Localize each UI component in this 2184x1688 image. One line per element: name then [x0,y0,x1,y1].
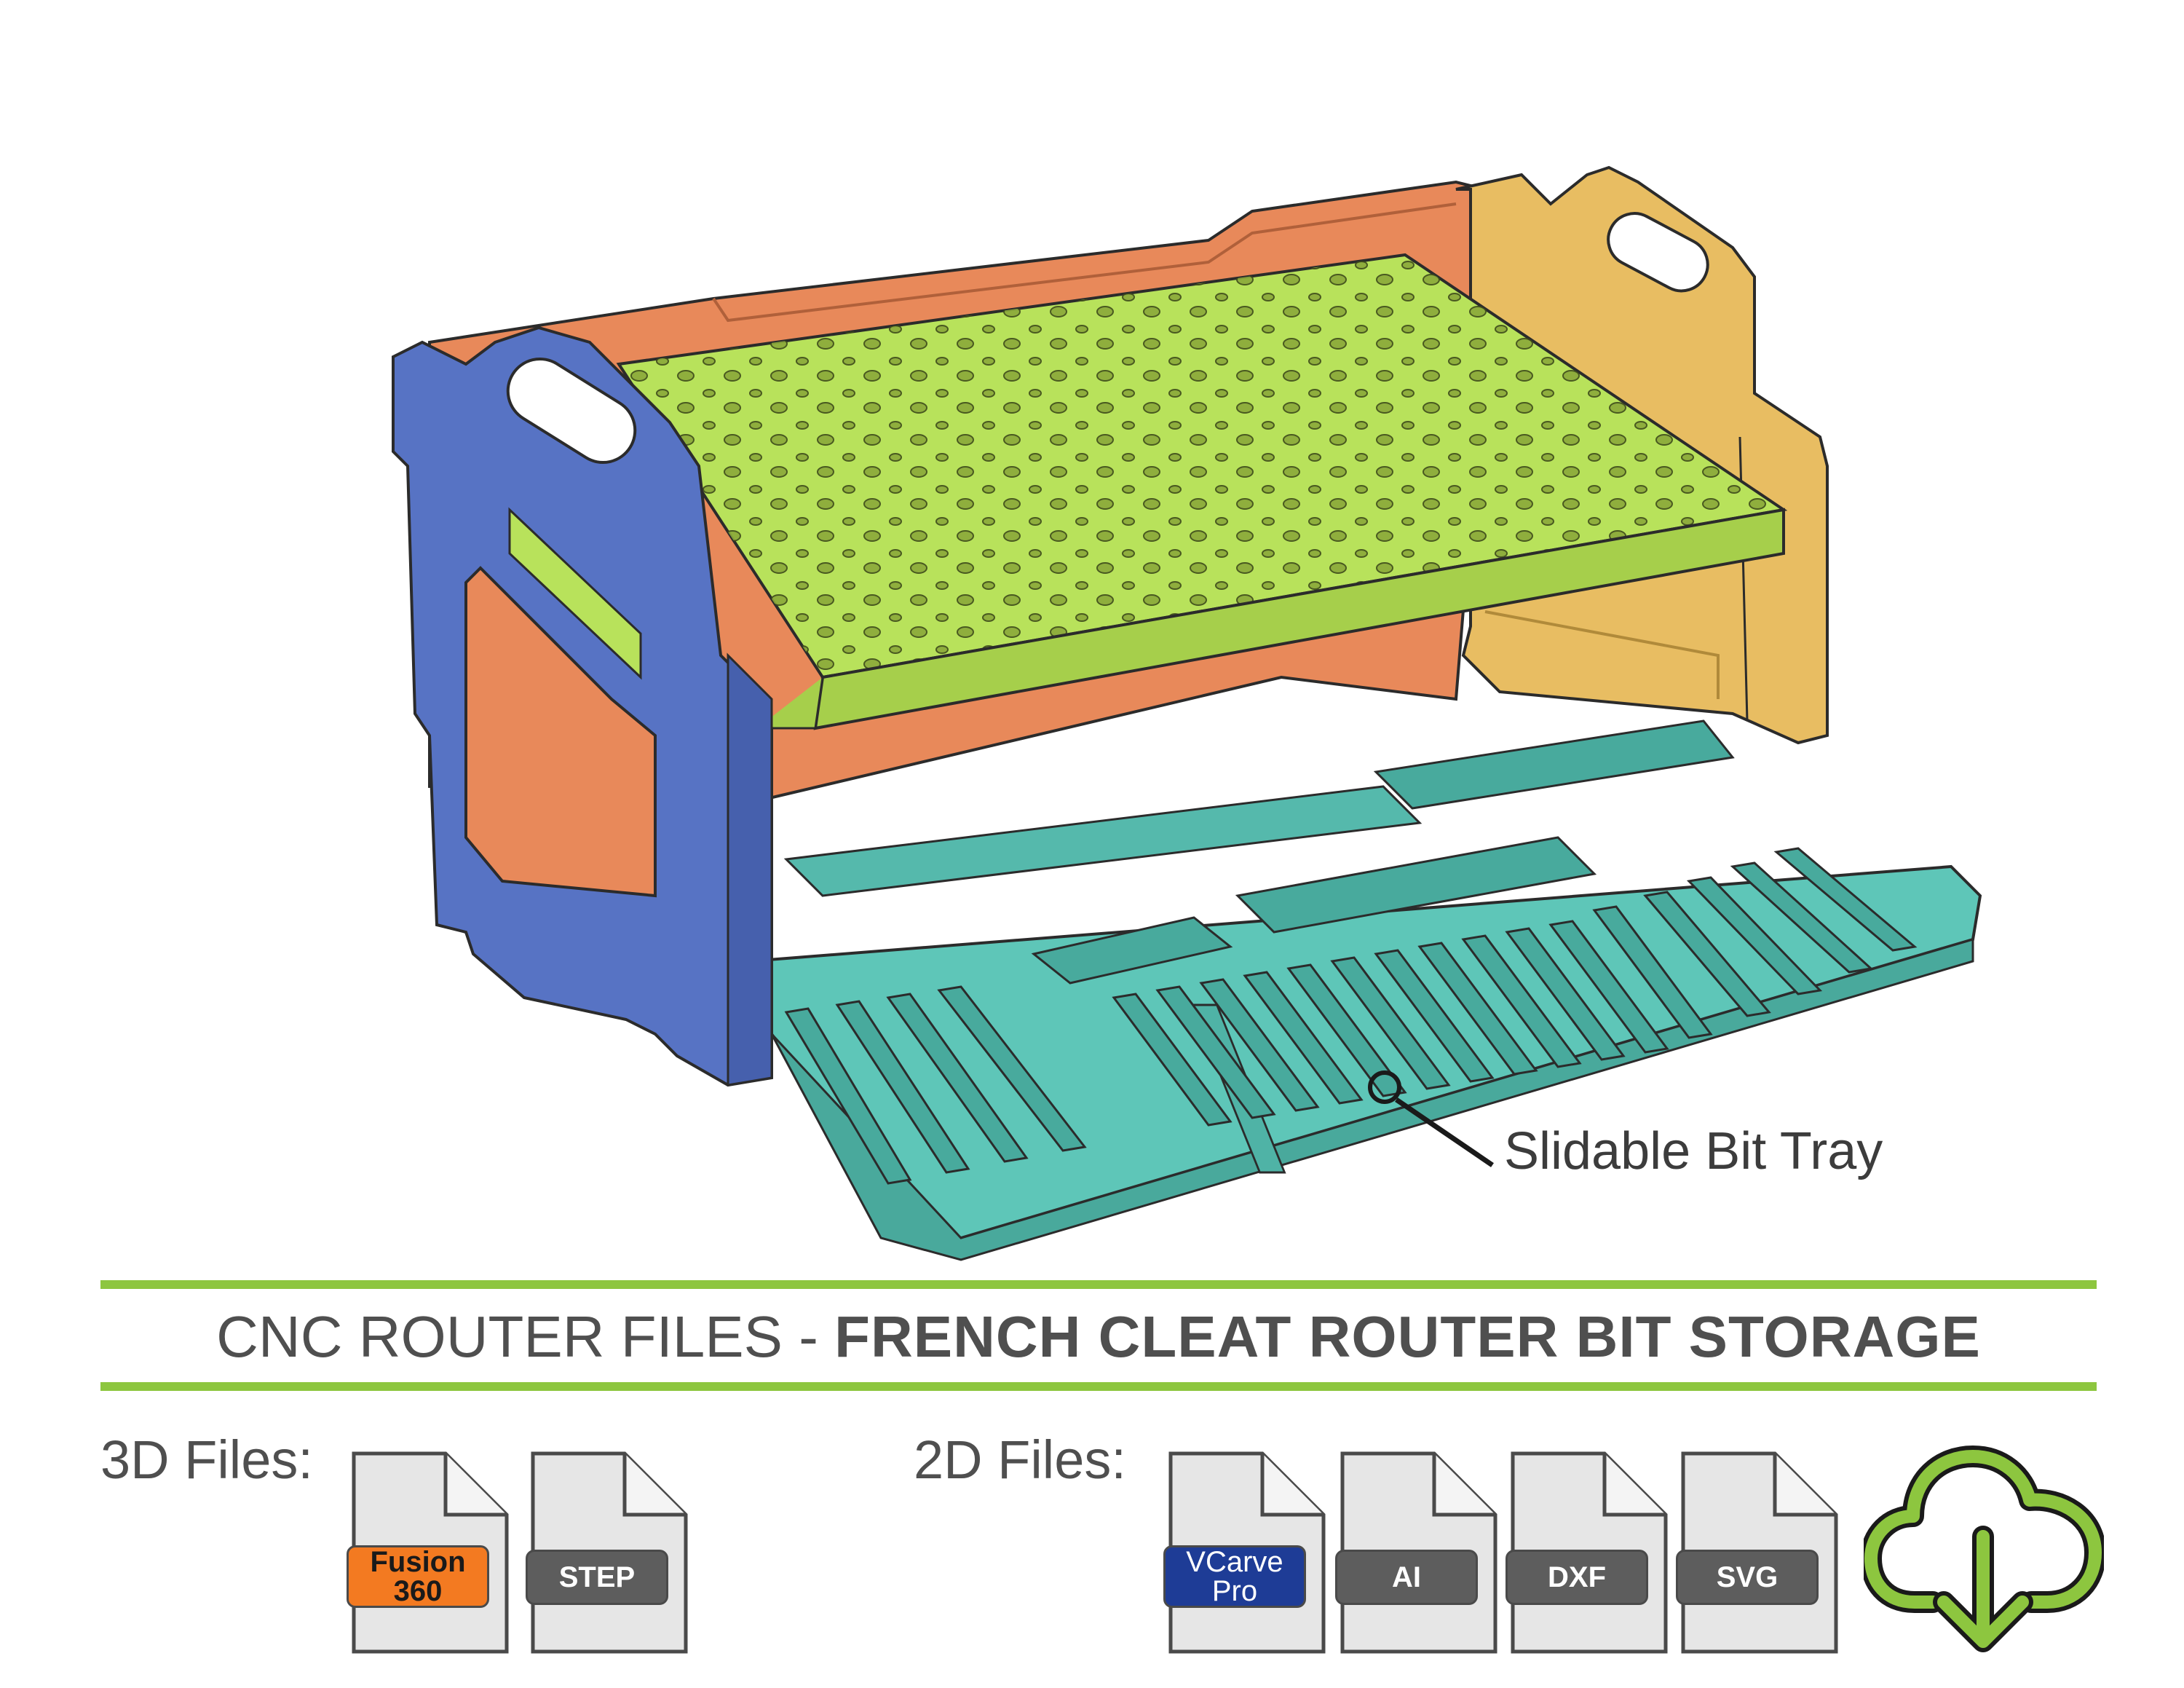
svg-tag: SVG [1676,1550,1819,1605]
title-prefix: CNC ROUTER FILES - [216,1304,835,1369]
vcarve-pro-tag-line1: VCarve [1186,1546,1283,1578]
files-3d-label: 3D Files: [100,1429,313,1490]
fusion-360-tag: Fusion 360 [347,1545,489,1608]
perforated-shelf [616,253,1788,730]
file-fusion-360[interactable]: Fusion 360 [347,1451,511,1655]
step-tag: STEP [526,1550,668,1605]
file-vcarve-pro[interactable]: VCarve Pro [1163,1451,1328,1655]
left-side-panel [392,326,773,1087]
file-svg[interactable]: SVG [1676,1451,1840,1655]
ai-tag: AI [1335,1550,1478,1605]
file-step[interactable]: STEP [526,1451,690,1655]
file-ai[interactable]: AI [1335,1451,1500,1655]
title-bold: FRENCH CLEAT ROUTER BIT STORAGE [834,1304,1981,1369]
callout-marker [1368,1070,1494,1167]
router-bit-storage-illustration [392,165,1982,1261]
divider-bottom [100,1382,2097,1391]
files-2d-label: 2D Files: [914,1429,1126,1490]
cloud-download-icon[interactable] [1864,1420,2104,1660]
callout-label: Slidable Bit Tray [1504,1122,1883,1180]
dxf-tag: DXF [1506,1550,1648,1605]
vcarve-pro-tag: VCarve Pro [1163,1545,1306,1608]
divider-top [100,1280,2097,1289]
vcarve-pro-tag-line2: Pro [1211,1575,1258,1607]
page-title: CNC ROUTER FILES - FRENCH CLEAT ROUTER B… [100,1304,2097,1370]
slidable-bit-tray [748,719,1982,1261]
file-dxf[interactable]: DXF [1506,1451,1670,1655]
